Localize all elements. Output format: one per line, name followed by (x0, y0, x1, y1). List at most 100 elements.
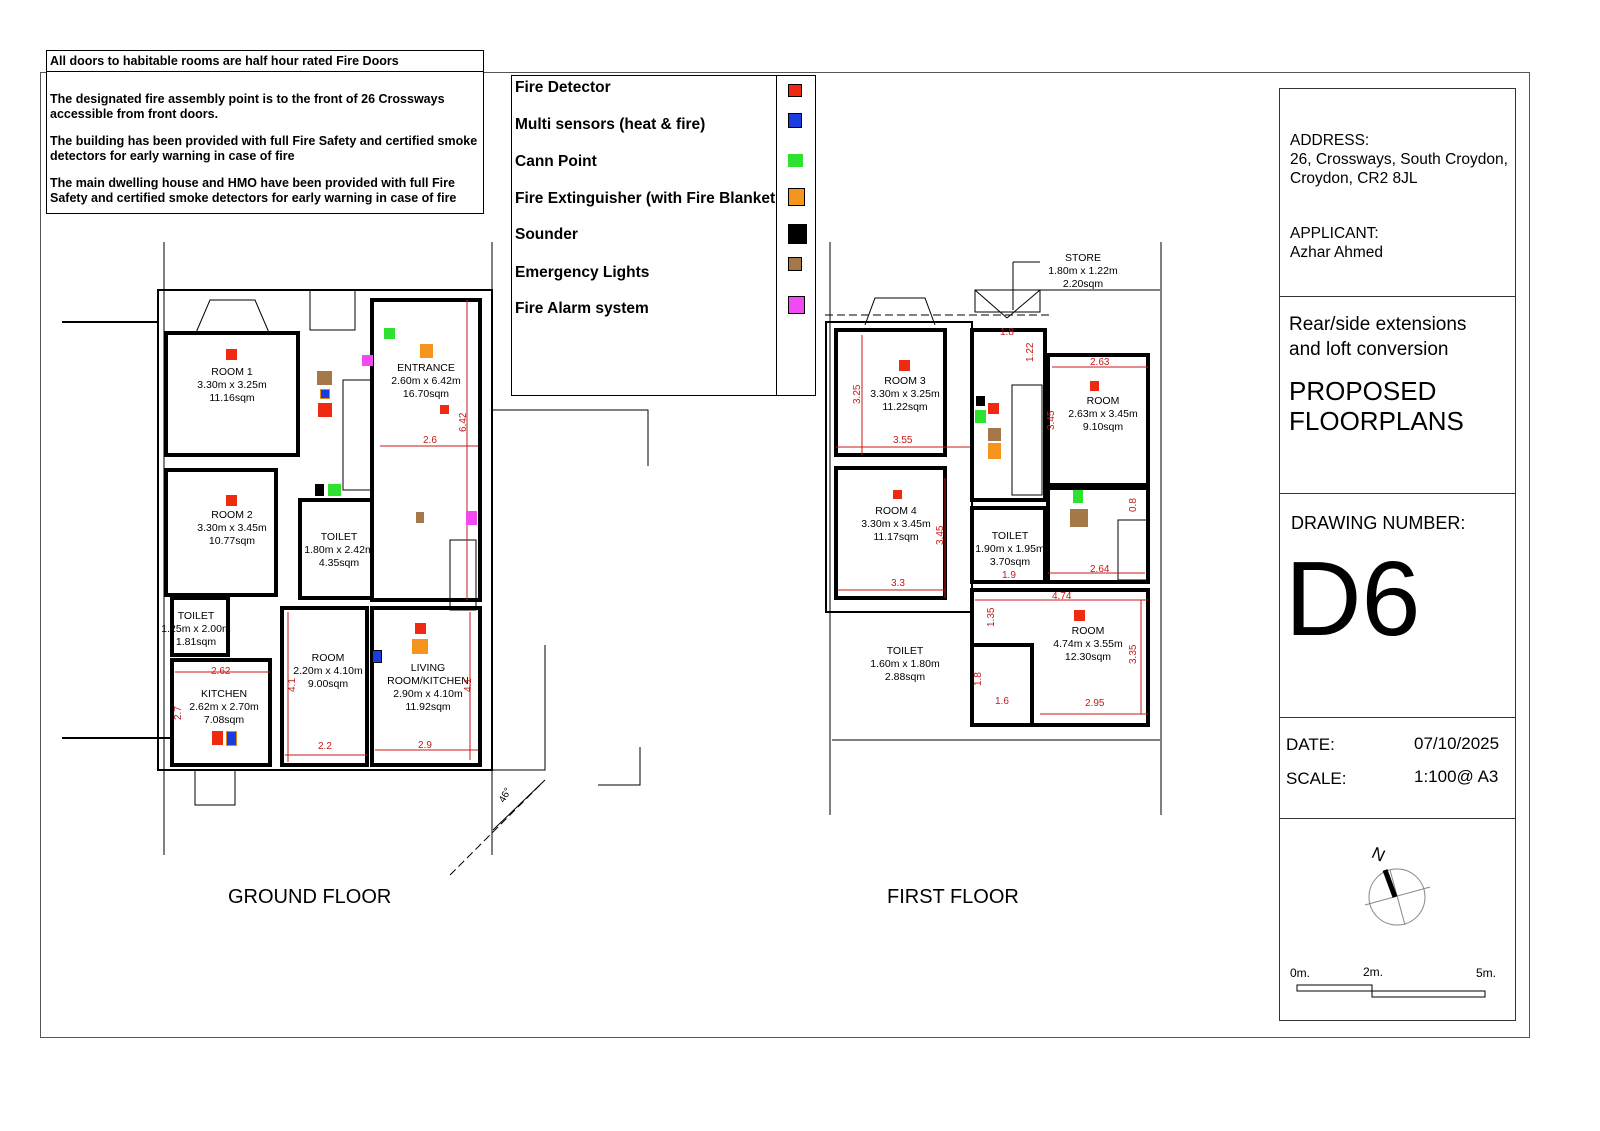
legend: Fire Detector Multi sensors (heat & fire… (511, 75, 816, 396)
project-description: and loft conversion (1289, 339, 1449, 360)
sounder-marker (315, 484, 324, 496)
extinguisher-marker (420, 344, 433, 358)
address-line: 26, Crossways, South Croydon, (1290, 151, 1508, 168)
dimension: 2.63 (1090, 357, 1110, 368)
scale-value: 1:100@ A3 (1414, 767, 1499, 786)
fire-alarm-marker (362, 355, 373, 366)
title-block: ADDRESS: 26, Crossways, South Croydon, C… (1279, 88, 1516, 1021)
emergency-light-swatch (788, 257, 802, 271)
dimension: 1.6 (995, 696, 1009, 707)
dimension: 1.35 (986, 607, 997, 627)
dimension: 2.64 (1090, 564, 1110, 575)
legend-label: Fire Extinguisher (with Fire Blanket (515, 190, 776, 207)
dimension: 2.62 (211, 666, 231, 677)
emergency-light-marker (416, 512, 424, 523)
fire-detector-marker (415, 623, 426, 634)
project-section: Rear/side extensions and loft conversion… (1280, 296, 1515, 494)
fire-detector-marker (226, 495, 237, 506)
fire-detector-marker (1074, 610, 1085, 621)
address-label: ADDRESS: (1290, 132, 1370, 149)
scale-bar-label: 5m. (1476, 966, 1497, 980)
legend-label: Fire Detector (515, 79, 611, 96)
applicant-name: Azhar Ahmed (1290, 244, 1384, 261)
project-description: Rear/side extensions (1289, 314, 1467, 335)
call-point-marker (328, 484, 341, 496)
drawing-number: D6 (1285, 540, 1421, 658)
emergency-light-marker (988, 428, 1001, 441)
dimension: 3.45 (935, 525, 946, 545)
legend-label: Fire Alarm system (515, 300, 649, 317)
dimension: 1.8 (1000, 327, 1014, 338)
note-dwelling: The main dwelling house and HMO have bee… (50, 176, 457, 205)
fire-detector-marker (212, 731, 223, 745)
fire-detector-marker (440, 405, 449, 414)
multi-sensor-marker (226, 731, 237, 746)
north-label: N (1368, 843, 1388, 866)
drawing-number-section: DRAWING NUMBER: D6 (1280, 493, 1515, 718)
dimension: 4.74 (1052, 591, 1072, 602)
dimension: 2.2 (318, 741, 332, 752)
sounder-marker (976, 396, 985, 406)
multi-sensor-swatch (788, 113, 802, 128)
fire-detector-swatch (788, 84, 802, 97)
fire-detector-marker (893, 490, 902, 499)
dimension: 3.35 (1128, 644, 1139, 664)
call-point-swatch (788, 154, 803, 167)
fire-alarm-marker (466, 511, 477, 525)
emergency-light-marker (317, 371, 332, 385)
dimension: 2.7 (173, 706, 184, 720)
ground-floor-caption: GROUND FLOOR (228, 886, 392, 908)
legend-label: Sounder (515, 226, 578, 243)
dimension: 3.3 (891, 578, 905, 589)
sheet-border (40, 72, 1530, 1038)
note-building: The building has been provided with full… (50, 134, 478, 163)
legend-label: Multi sensors (heat & fire) (515, 116, 706, 133)
notes-header: All doors to habitable rooms are half ho… (47, 51, 483, 72)
dimension: 2.6 (423, 435, 437, 446)
multi-sensor-marker (372, 650, 382, 663)
date-label: DATE: (1286, 735, 1335, 754)
scale-label: SCALE: (1286, 769, 1347, 788)
dimension: 1.9 (1002, 570, 1016, 581)
extinguisher-marker (988, 443, 1001, 459)
multi-sensor-marker (320, 389, 330, 399)
drawing-number-label: DRAWING NUMBER: (1291, 513, 1466, 533)
address-section: ADDRESS: 26, Crossways, South Croydon, C… (1280, 89, 1515, 297)
call-point-marker (975, 410, 986, 423)
dimension: 4.1 (287, 678, 298, 692)
date-value: 07/10/2025 (1414, 734, 1500, 753)
first-floor-caption: FIRST FLOOR (887, 886, 1019, 908)
scale-bar (1296, 984, 1486, 998)
extinguisher-marker (412, 639, 428, 654)
legend-label: Cann Point (515, 153, 597, 170)
dimension: 3.25 (852, 384, 863, 404)
extinguisher-swatch (788, 188, 805, 206)
drawing-title: PROPOSED (1289, 376, 1437, 406)
dimension: 6.42 (458, 412, 469, 432)
dimension: 1.8 (973, 672, 984, 686)
fire-detector-marker (988, 403, 999, 414)
drawing-title: FLOORPLANS (1289, 406, 1464, 436)
applicant-label: APPLICANT: (1290, 225, 1379, 242)
fire-detector-marker (318, 403, 332, 417)
address-line: Croydon, CR2 8JL (1290, 170, 1418, 187)
date-scale-section: DATE: 07/10/2025 SCALE: 1:100@ A3 (1280, 717, 1515, 819)
compass-icon (1364, 868, 1431, 926)
fire-detector-marker (226, 349, 237, 360)
call-point-marker (1073, 490, 1083, 503)
dimension: 3.45 (1046, 410, 1057, 430)
